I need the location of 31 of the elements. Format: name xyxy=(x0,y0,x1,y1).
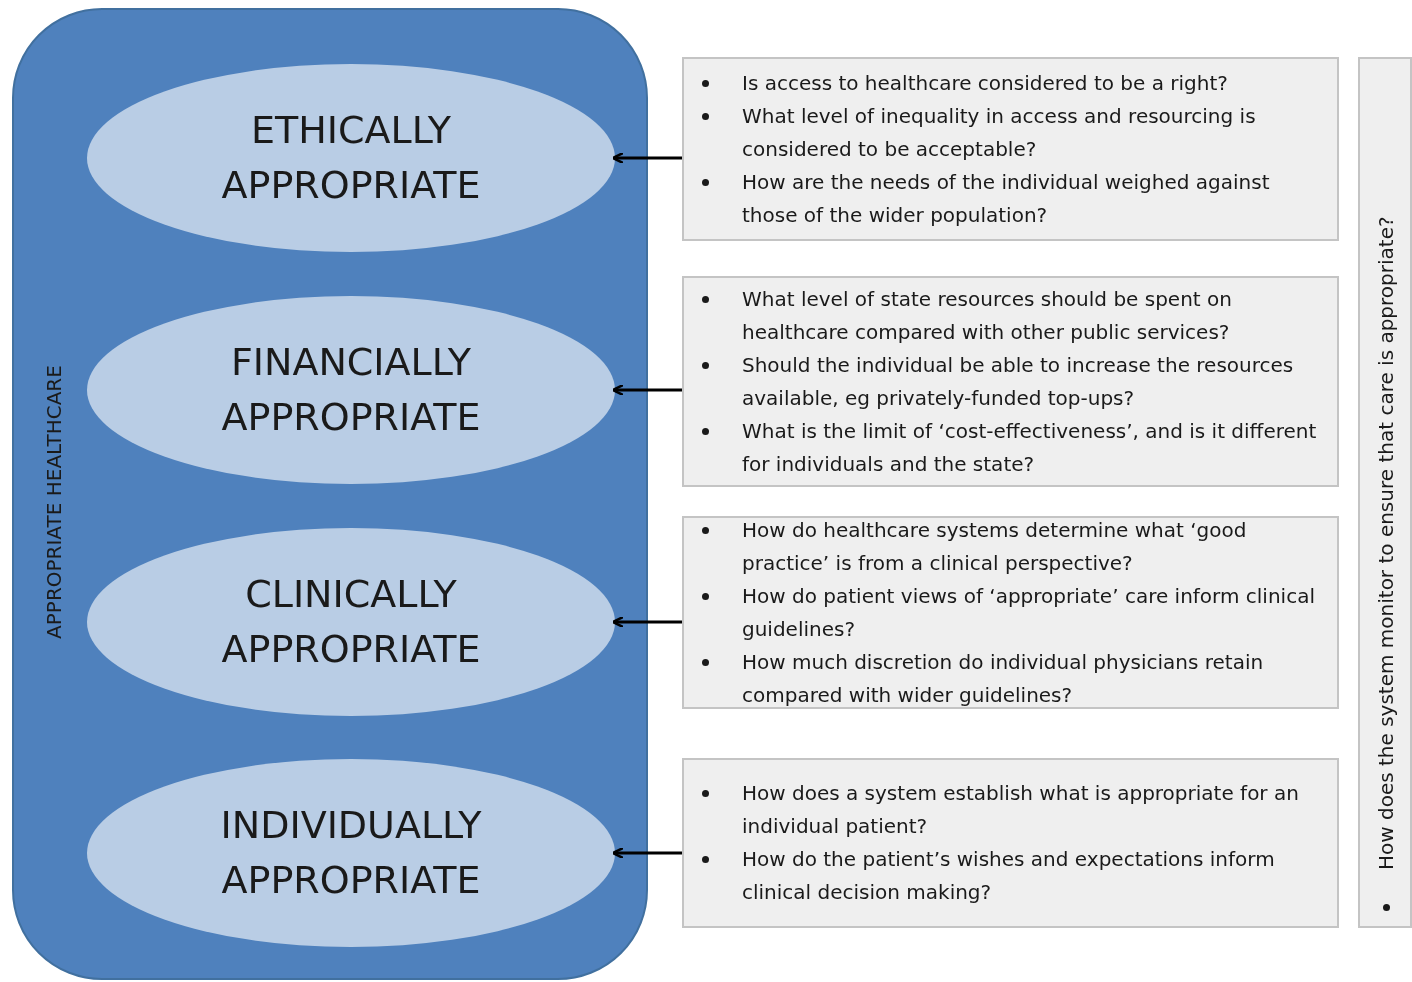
bullet-question: How does a system establish what is appropriate for an individual patient? xyxy=(742,780,1300,840)
bullet-question: Is access to healthcare considered to be a right? xyxy=(742,69,1229,97)
bullet-question: How do healthcare systems determine what ‘good practice’ is from a clinical perspective? xyxy=(742,516,1248,577)
category-label: ETHICALLY APPROPRIATE xyxy=(220,106,482,209)
category-label: INDIVIDUALLY APPROPRIATE xyxy=(219,801,483,904)
category-label: FINANCIALLY APPROPRIATE xyxy=(220,338,482,441)
question-box xyxy=(1358,57,1412,928)
rounded-panel xyxy=(12,8,648,980)
category-ellipse xyxy=(86,63,616,253)
bullet-question: How do patient views of ‘appropriate’ care inform clinical guidelines? xyxy=(742,582,1316,643)
bullet-question: How much discretion do individual physicians retain compared with wider guidelines? xyxy=(742,648,1265,709)
question-box xyxy=(682,276,1339,487)
arrow xyxy=(611,383,682,397)
bullet-question: Should the individual be able to increase the resources available, eg privately-funded top-ups? xyxy=(742,351,1295,412)
bullet-question: How do the patient’s wishes and expectations inform clinical decision making? xyxy=(742,846,1276,906)
bullet-question: How does the system monitor to ensure that care is appropriate? xyxy=(1373,216,1399,870)
category-ellipse xyxy=(86,295,616,485)
panel-title: APPROPRIATE HEALTHCARE xyxy=(42,364,66,641)
arrow xyxy=(611,151,682,165)
question-box xyxy=(682,758,1339,928)
category-ellipse xyxy=(86,758,616,948)
bullet-question: What is the limit of ‘cost-effectiveness’, and is it different for individuals and the state? xyxy=(742,417,1318,478)
bullet-question: What level of state resources should be spent on healthcare compared with other public services? xyxy=(742,285,1233,346)
bullet-question: How are the needs of the individual weighed against those of the wider population? xyxy=(742,168,1271,229)
arrow xyxy=(611,615,682,629)
arrow xyxy=(611,846,682,860)
question-box xyxy=(682,516,1339,709)
category-label: CLINICALLY APPROPRIATE xyxy=(220,570,482,673)
question-box xyxy=(682,57,1339,241)
category-ellipse xyxy=(86,527,616,717)
bullet-question: What level of inequality in access and resourcing is considered to be acceptable? xyxy=(742,102,1257,163)
